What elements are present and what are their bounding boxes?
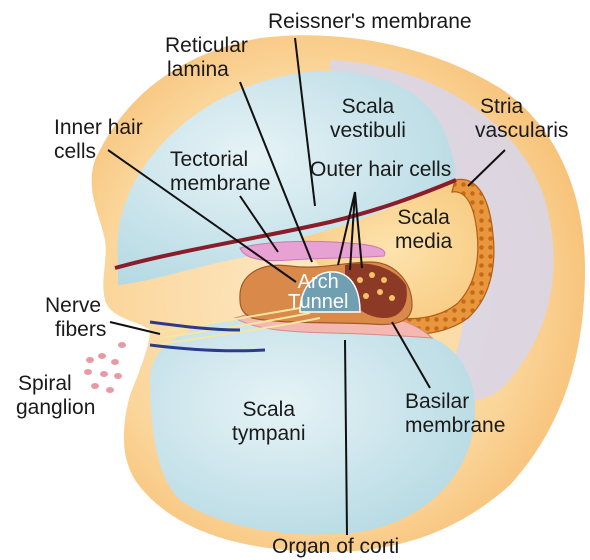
label-scala-tympani-line1: Scala bbox=[232, 398, 306, 422]
label-inner-hair-cells: Inner hair cells bbox=[54, 116, 143, 164]
label-stria-vascularis-line2: vascularis bbox=[475, 119, 568, 143]
label-basilar-membrane-line2: membrane bbox=[405, 414, 505, 438]
label-scala-tympani: Scala tympani bbox=[232, 398, 306, 446]
label-spiral-ganglion-line2: ganglion bbox=[16, 396, 95, 420]
label-scala-media-line2: media bbox=[395, 230, 452, 254]
label-outer-hair-cells: Outer hair cells bbox=[310, 158, 451, 182]
label-tectorial-membrane-line2: membrane bbox=[170, 172, 270, 196]
label-tectorial-membrane: Tectorial membrane bbox=[170, 148, 270, 196]
label-reissners-membrane: Reissner's membrane bbox=[268, 10, 472, 34]
label-arch-tunnel: Arch Tunnel bbox=[288, 272, 348, 312]
label-basilar-membrane: Basilar membrane bbox=[405, 390, 505, 438]
label-inner-hair-cells-line1: Inner hair bbox=[54, 116, 143, 140]
label-spiral-ganglion: Spiral ganglion bbox=[18, 372, 95, 420]
label-nerve-fibers-line2: fibers bbox=[45, 318, 106, 342]
label-spiral-ganglion-line1: Spiral bbox=[18, 372, 95, 396]
label-scala-media-line1: Scala bbox=[395, 206, 452, 230]
label-tectorial-membrane-line1: Tectorial bbox=[170, 148, 270, 172]
label-inner-hair-cells-line2: cells bbox=[54, 140, 143, 164]
label-scala-tympani-line2: tympani bbox=[232, 422, 306, 446]
label-scala-vestibuli-line1: Scala bbox=[330, 95, 406, 119]
label-arch-tunnel-line1: Arch bbox=[288, 272, 348, 292]
label-reticular-lamina-line2: lamina bbox=[165, 58, 248, 82]
label-nerve-fibers: Nerve fibers bbox=[45, 294, 106, 342]
label-nerve-fibers-line1: Nerve bbox=[45, 294, 106, 318]
label-reticular-lamina: Reticular lamina bbox=[165, 34, 248, 82]
label-reticular-lamina-line1: Reticular bbox=[165, 34, 248, 58]
label-arch-tunnel-line2: Tunnel bbox=[288, 292, 348, 312]
label-scala-media: Scala media bbox=[395, 206, 452, 254]
label-organ-of-corti: Organ of corti bbox=[272, 535, 399, 559]
label-scala-vestibuli: Scala vestibuli bbox=[330, 95, 406, 143]
label-stria-vascularis-line1: Stria bbox=[475, 95, 568, 119]
label-basilar-membrane-line1: Basilar bbox=[405, 390, 505, 414]
label-stria-vascularis: Stria vascularis bbox=[475, 95, 568, 143]
label-scala-vestibuli-line2: vestibuli bbox=[330, 119, 406, 143]
